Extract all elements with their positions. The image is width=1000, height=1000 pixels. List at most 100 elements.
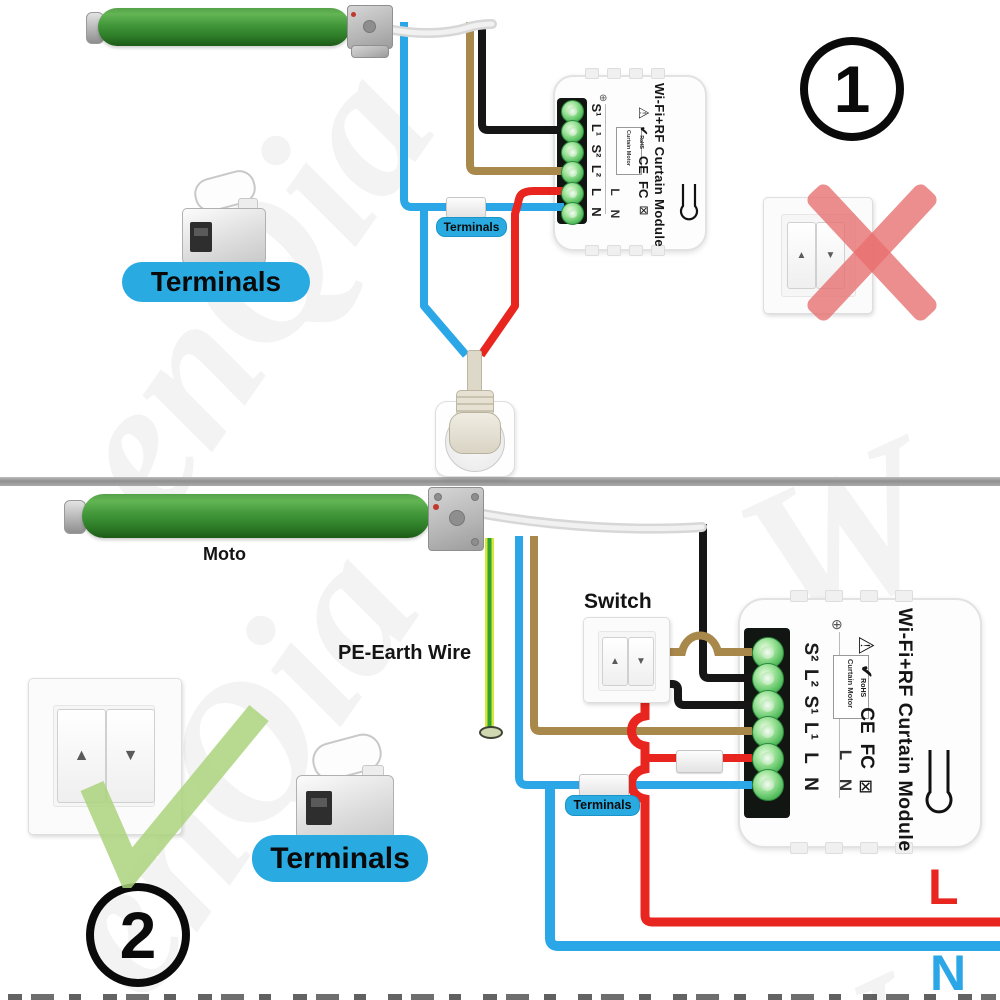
rohs-check-icon: ✔RoHS	[856, 665, 876, 697]
reset-keyhole-icon	[679, 184, 699, 221]
plug-upper	[456, 390, 494, 416]
curtain-motor-box: Curtain Motor	[616, 127, 642, 175]
down-arrow-icon: ▼	[825, 250, 836, 261]
terminal-connector-product	[180, 166, 272, 266]
down-arrow-icon: ▼	[122, 747, 139, 764]
motor1-cable-core	[385, 21, 495, 36]
terminals-tag: Terminals	[436, 217, 507, 237]
terminal-screw	[561, 120, 584, 143]
terminal-label: S²	[589, 144, 604, 158]
down-arrow-icon: ▼	[636, 656, 646, 667]
motor-head-bolt	[471, 538, 479, 546]
up-arrow-icon: ▲	[796, 250, 807, 261]
module-clip-tab	[790, 590, 808, 602]
module-clip-tab	[607, 245, 621, 256]
warning-triangle-icon: ⚠	[854, 635, 878, 655]
terminals-tag: Terminals	[565, 795, 640, 816]
terminal-label: N	[589, 207, 604, 217]
terminal-label: L	[589, 188, 604, 196]
wire-stub	[735, 727, 752, 735]
switch-up-button: ▲	[602, 637, 628, 686]
connector-wire-hole	[190, 222, 212, 252]
up-arrow-icon: ▲	[610, 656, 620, 667]
motor1-head	[347, 5, 393, 49]
switch-label: Switch	[584, 590, 652, 613]
neutral-blue-wire	[515, 536, 748, 789]
wire-stub	[550, 167, 564, 175]
motor1-bracket	[351, 45, 389, 58]
terminal-label: L¹	[589, 123, 604, 137]
wire-stub	[735, 754, 752, 762]
weee-bin-icon: ⊠	[856, 778, 877, 795]
motor2-cable-core	[475, 510, 705, 532]
fcc-mark-icon: FC	[636, 181, 652, 199]
inline-terminal-connector	[446, 197, 486, 218]
module-clip-tab	[585, 68, 599, 79]
module-clip-tab	[585, 245, 599, 256]
check-glyph: ✔	[637, 126, 650, 136]
reset-keyhole-icon	[925, 750, 953, 814]
motor-head-indicator	[433, 504, 439, 510]
connector-wire-hole-slot	[311, 798, 327, 807]
curtain-motor-label: Curtain Motor	[846, 659, 855, 709]
section-divider	[0, 477, 1000, 486]
module-clip-tab	[895, 590, 913, 602]
up-arrow-icon: ▲	[73, 747, 90, 764]
motor2-brown-wire	[530, 536, 748, 735]
connector-wire-hole	[306, 791, 332, 825]
wire-stub	[735, 674, 752, 682]
module-clip-tab	[860, 590, 878, 602]
module-inner-live-label: L	[608, 188, 622, 196]
curtain-motor-box: Curtain Motor	[833, 655, 869, 719]
switch-down-button: ▼	[106, 709, 155, 803]
wire-stub	[550, 126, 564, 134]
wire-stub	[550, 203, 564, 211]
pe-earth-wire	[485, 538, 494, 730]
wire-stub	[735, 648, 752, 656]
terminal-label: N	[800, 777, 821, 791]
terminal-label: L¹	[800, 722, 821, 740]
diagram2-badge: 2	[86, 883, 190, 987]
pe-earth-wire-label: PE-Earth Wire	[338, 642, 472, 664]
earth-screw-icon: ⊕	[599, 93, 608, 104]
plug-body	[449, 412, 501, 454]
terminal-label: S¹	[800, 695, 821, 715]
weee-bin-icon: ⊠	[637, 205, 651, 216]
module-clip-tab	[825, 842, 843, 854]
motor-label: Moto	[203, 544, 246, 564]
curtain-switch: ▲ ▼	[583, 617, 670, 703]
module-clip-tab	[629, 68, 643, 79]
module-clip-tab	[651, 68, 665, 79]
switch-up-button: ▲	[787, 222, 816, 289]
motor-head-bolt	[471, 493, 479, 501]
module-clip-tab	[790, 842, 808, 854]
green-checkmark	[80, 705, 269, 888]
module-inner-neutral-label: N	[608, 209, 622, 219]
terminal-label: S²	[800, 642, 821, 662]
terminal-screw	[752, 769, 784, 801]
terminal-screw	[561, 202, 584, 225]
module-title: Wi-Fi+RF Curtain Module	[652, 83, 667, 247]
certification-icons: ⚠ ✔RoHS CE FC ⊠	[848, 625, 884, 805]
terminal-connector-product	[294, 729, 400, 843]
ce-mark-icon: CE	[856, 707, 877, 734]
wall-switch-allowed: ▲ ▼	[28, 678, 182, 835]
module-clip-tab	[895, 842, 913, 854]
wire-stub	[550, 187, 564, 195]
rohs-text: RoHS	[638, 135, 645, 149]
motor2-black-wire	[699, 524, 748, 682]
diagram1-badge: 1	[800, 37, 904, 141]
terminal-screw	[561, 161, 584, 184]
switch-black-wire	[660, 680, 748, 709]
terminals-label: Terminals	[252, 835, 428, 882]
live-red-wire	[627, 693, 1000, 927]
module-clip-tab	[629, 245, 643, 256]
inline-terminal-connector	[676, 750, 723, 773]
pe-earth-wire-tip	[479, 726, 503, 739]
rohs-text: RoHS	[859, 678, 866, 698]
ce-mark-icon: CE	[636, 155, 652, 175]
motor1-blue-wire	[400, 22, 560, 211]
motor2-body	[82, 494, 430, 538]
module-clip-tab	[607, 68, 621, 79]
